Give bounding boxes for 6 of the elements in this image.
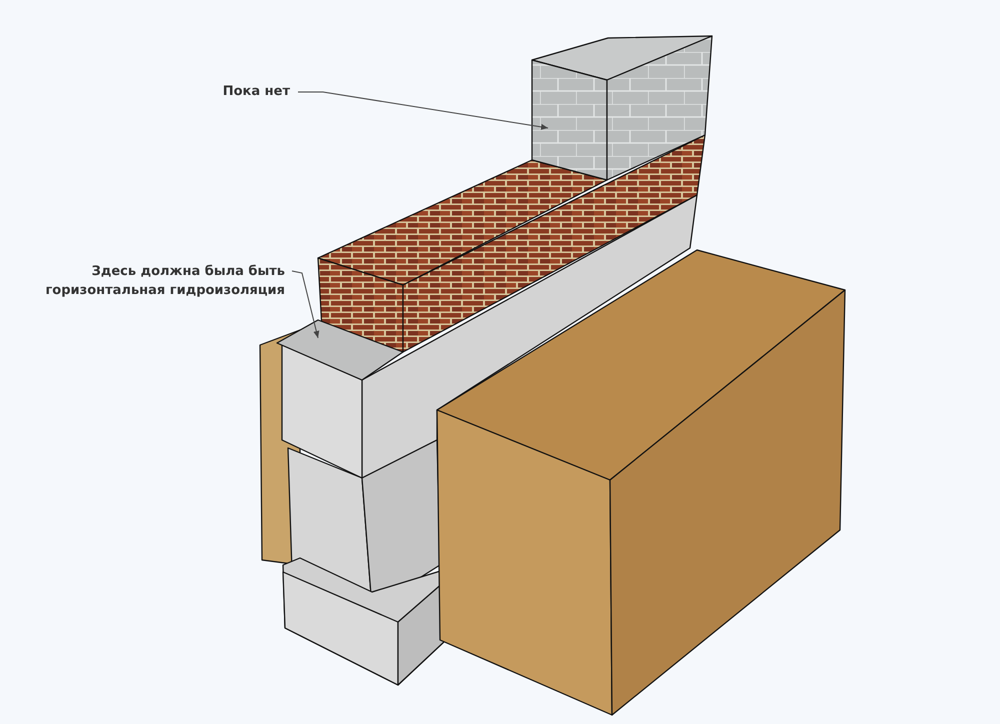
gas-block-drawing (531, 35, 713, 181)
leader-line (292, 270, 320, 338)
foundation-top-surface (276, 319, 404, 381)
leader-line (298, 92, 548, 130)
callout-text: Здесь должна была быть горизонтальная гидроизоляция (20, 262, 285, 300)
callout-text: Пока нет (180, 82, 290, 101)
